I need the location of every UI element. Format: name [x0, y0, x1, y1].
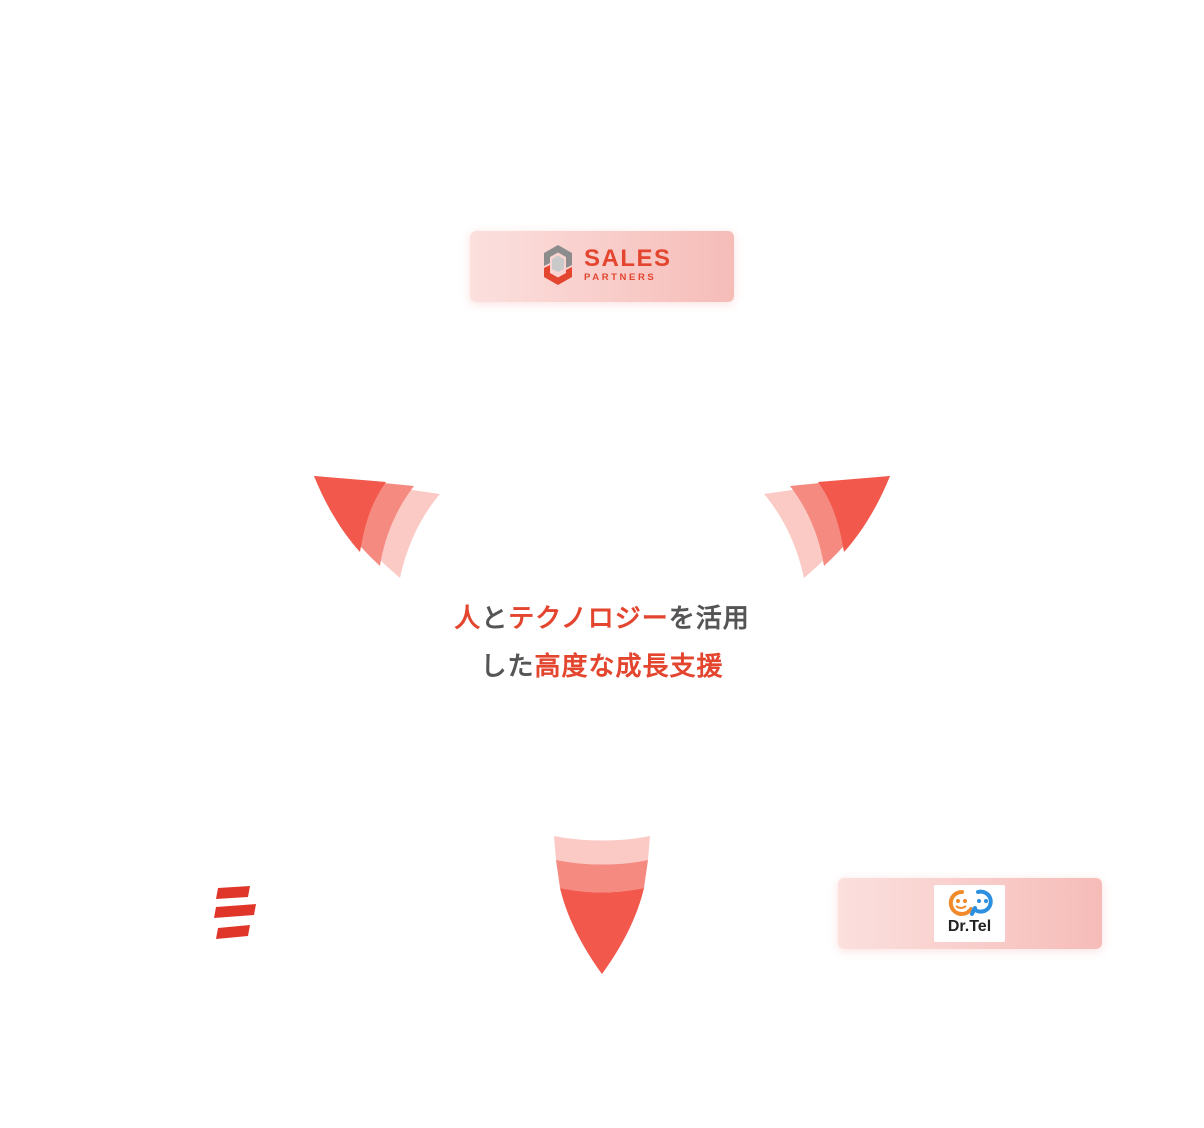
right-petal-decoration: [764, 476, 890, 578]
slogan-seg-growth-support: 高度な成長支援: [534, 652, 724, 682]
sales-partners-badge: SALES PARTNERS: [470, 231, 734, 302]
sales-partners-logo-icon: [544, 245, 572, 285]
slogan-line-1: 人とテクノロジーを活用: [0, 598, 1204, 635]
bottom-petal-decoration: [554, 836, 650, 974]
dr-tel-logo-text: Dr.Tel: [947, 918, 992, 935]
dr-tel-faces-icon: [948, 889, 993, 916]
sales-partners-logo: SALES PARTNERS: [538, 243, 672, 287]
slogan-line-2: した高度な成長支援: [0, 646, 1204, 683]
slogan-seg-technology: テクノロジー: [508, 604, 669, 634]
sales-partners-word-2: PARTNERS: [584, 272, 657, 284]
slogan-seg-person: 人: [454, 604, 482, 634]
slogan-seg-utilize: を活用: [668, 604, 750, 634]
slogan-seg-and: と: [481, 604, 509, 634]
dr-tel-badge: Dr.Tel: [838, 878, 1102, 949]
left-petal-decoration: [314, 476, 440, 578]
dr-tel-logo: Dr.Tel: [934, 885, 1005, 942]
sales-partners-word-1: SALES: [584, 245, 672, 273]
hamburger-menu-icon[interactable]: [212, 886, 260, 942]
slogan-seg-shita: した: [480, 652, 535, 682]
